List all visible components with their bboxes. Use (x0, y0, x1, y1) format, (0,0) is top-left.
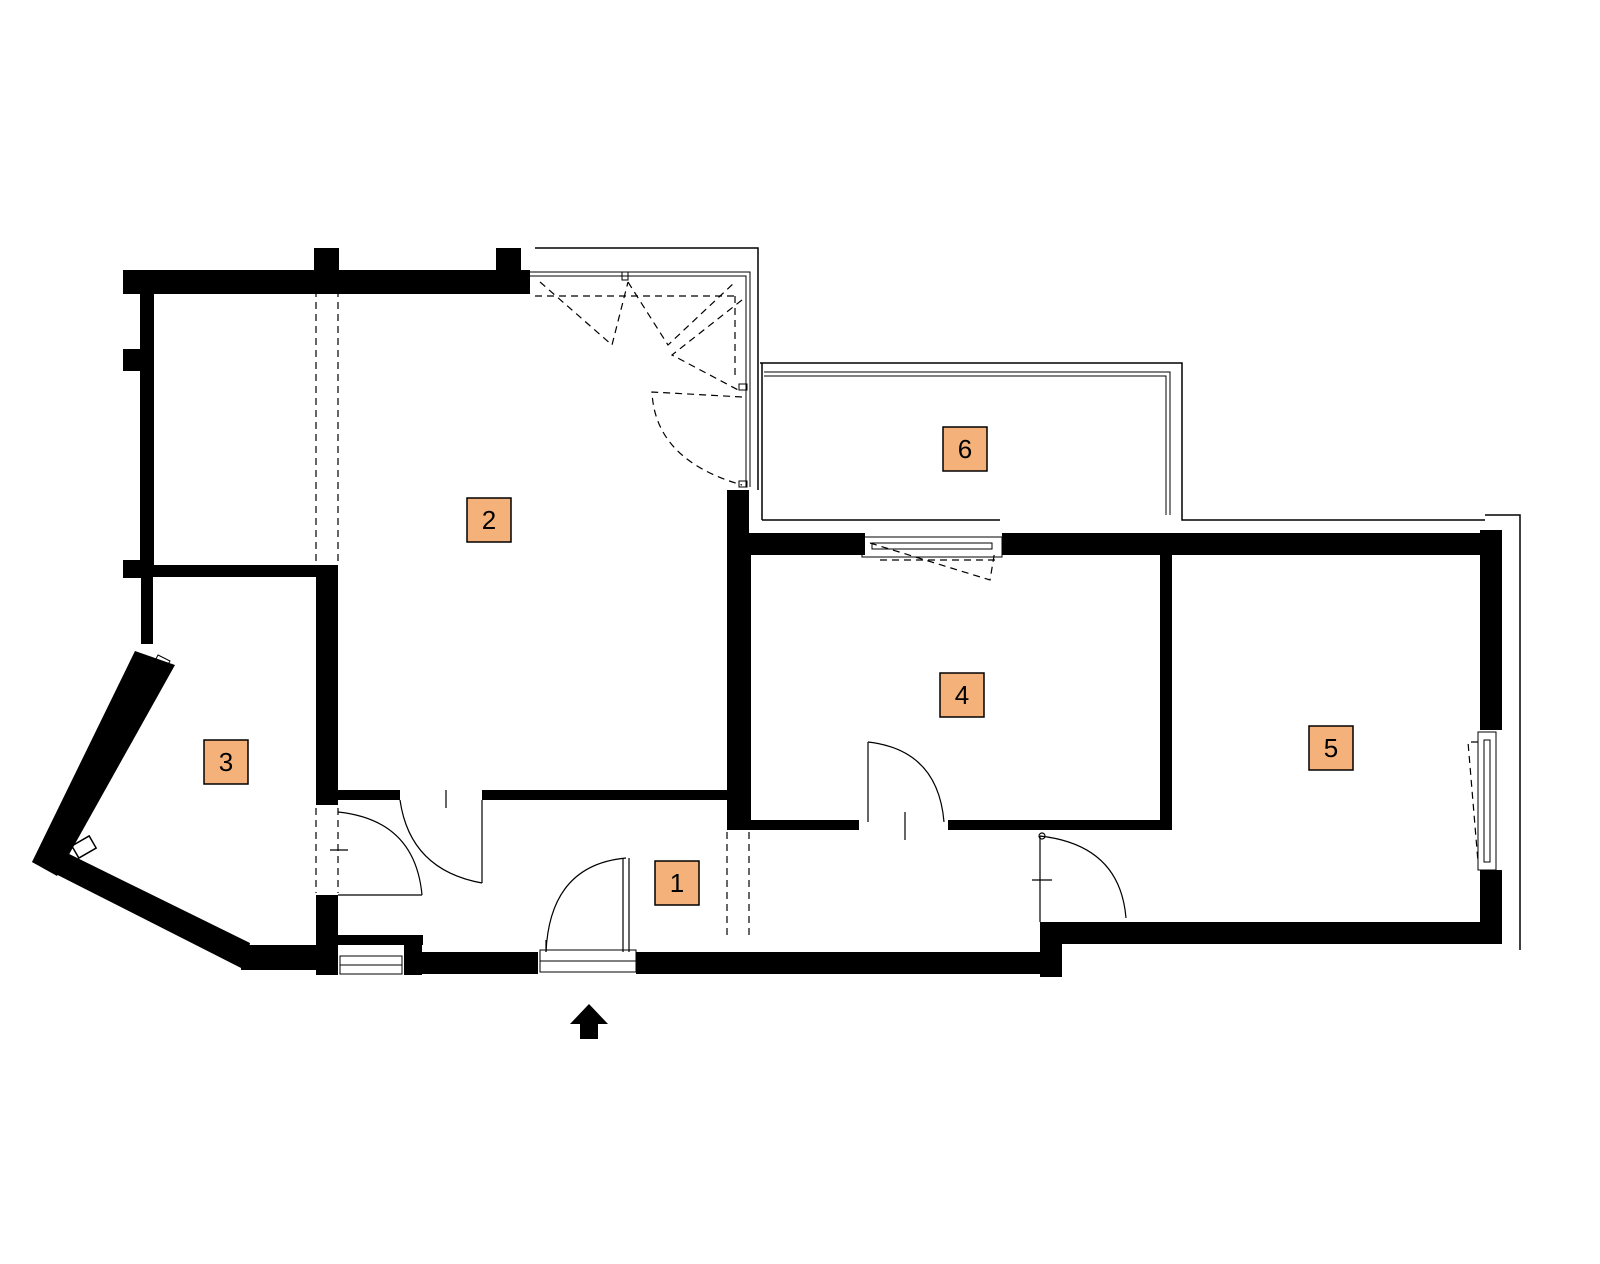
wall-2-3 (150, 565, 318, 577)
room-label-4: 4 (939, 672, 985, 718)
wall-2-4 (727, 490, 749, 830)
room-label-2-text: 2 (482, 505, 496, 535)
wall-top-4-5-left (727, 533, 865, 555)
door-4-arc (867, 741, 945, 823)
wall-slant-bottom (32, 848, 250, 970)
wall-left-pier-a (123, 349, 143, 371)
right-edge-outline (1485, 514, 1521, 950)
wall-bottom-pier (404, 935, 422, 975)
glazing-mullion-c (738, 480, 748, 488)
wall-bottom-c (1040, 922, 1480, 944)
wall-pier-1 (314, 248, 339, 278)
glazing-swing-3 (670, 299, 743, 393)
window-room-5 (1477, 731, 1497, 871)
wall-bottom-a (420, 952, 538, 974)
window-5-swing (1467, 741, 1479, 863)
window-room-4-inner (871, 542, 993, 550)
corner-glazing-frame (530, 271, 751, 487)
glazing-mullion-a (621, 271, 629, 281)
wall-left (140, 290, 154, 572)
entrance-door-arc (545, 857, 627, 953)
wall-4-5 (1160, 555, 1172, 827)
dashed-lines (315, 281, 1479, 940)
wall-vert-3-1-top (316, 565, 338, 805)
room-label-1-text: 1 (670, 868, 684, 898)
door-5-arc (1039, 835, 1127, 919)
wall-pier-2 (496, 248, 521, 278)
wall-vert-3-1-bottom (316, 895, 338, 975)
corner-glazing-frame-b (530, 275, 747, 487)
balcony-6-inner-b (764, 375, 1167, 515)
wall-2-1-left (338, 790, 400, 800)
doors (330, 741, 1127, 953)
door-5-hinge (1038, 832, 1046, 840)
wall-4-left-inner (745, 555, 751, 825)
balcony-door-swing (651, 391, 743, 486)
thin-lines (59, 247, 1521, 975)
room-label-5-text: 5 (1324, 733, 1338, 763)
room-label-4-text: 4 (955, 680, 969, 710)
room-label-6: 6 (942, 426, 988, 472)
room-label-3: 3 (203, 739, 249, 785)
wall-2-1-right (482, 790, 727, 800)
window-room-5-inner (1483, 739, 1491, 863)
corner-glazing-outer (535, 247, 759, 490)
entrance-arrow-icon (570, 1004, 608, 1039)
room-label-2: 2 (466, 497, 512, 543)
glazing-swing-1 (539, 281, 629, 347)
glazing-mullion-b (738, 383, 748, 391)
glazing-swing-2 (627, 281, 736, 346)
room-label-3-text: 3 (219, 747, 233, 777)
door-2-arc (399, 799, 483, 884)
wall-top-4-5-right (1002, 533, 1502, 555)
room-label-5: 5 (1308, 725, 1354, 771)
room-label-1: 1 (654, 860, 700, 906)
room-label-6-text: 6 (958, 434, 972, 464)
balcony-6-outline (760, 362, 1485, 521)
wall-right-bottom (1480, 870, 1502, 944)
wall-4-bottom-right (948, 820, 1172, 830)
wall-4-bottom-left (749, 820, 859, 830)
column-corner (70, 834, 98, 860)
window-slant (59, 654, 171, 846)
wall-slant-left (32, 651, 175, 876)
balcony-6-inner (764, 371, 1171, 515)
wall-right-top (1480, 530, 1502, 730)
wall-bottom-b (636, 952, 1046, 974)
window-room-4 (861, 536, 1003, 558)
wall-bottom-small (338, 935, 423, 945)
door-3-arc (337, 811, 423, 896)
walls (32, 248, 1502, 977)
wall-bottom-3 (241, 945, 316, 970)
wall-left-lower (141, 572, 153, 644)
